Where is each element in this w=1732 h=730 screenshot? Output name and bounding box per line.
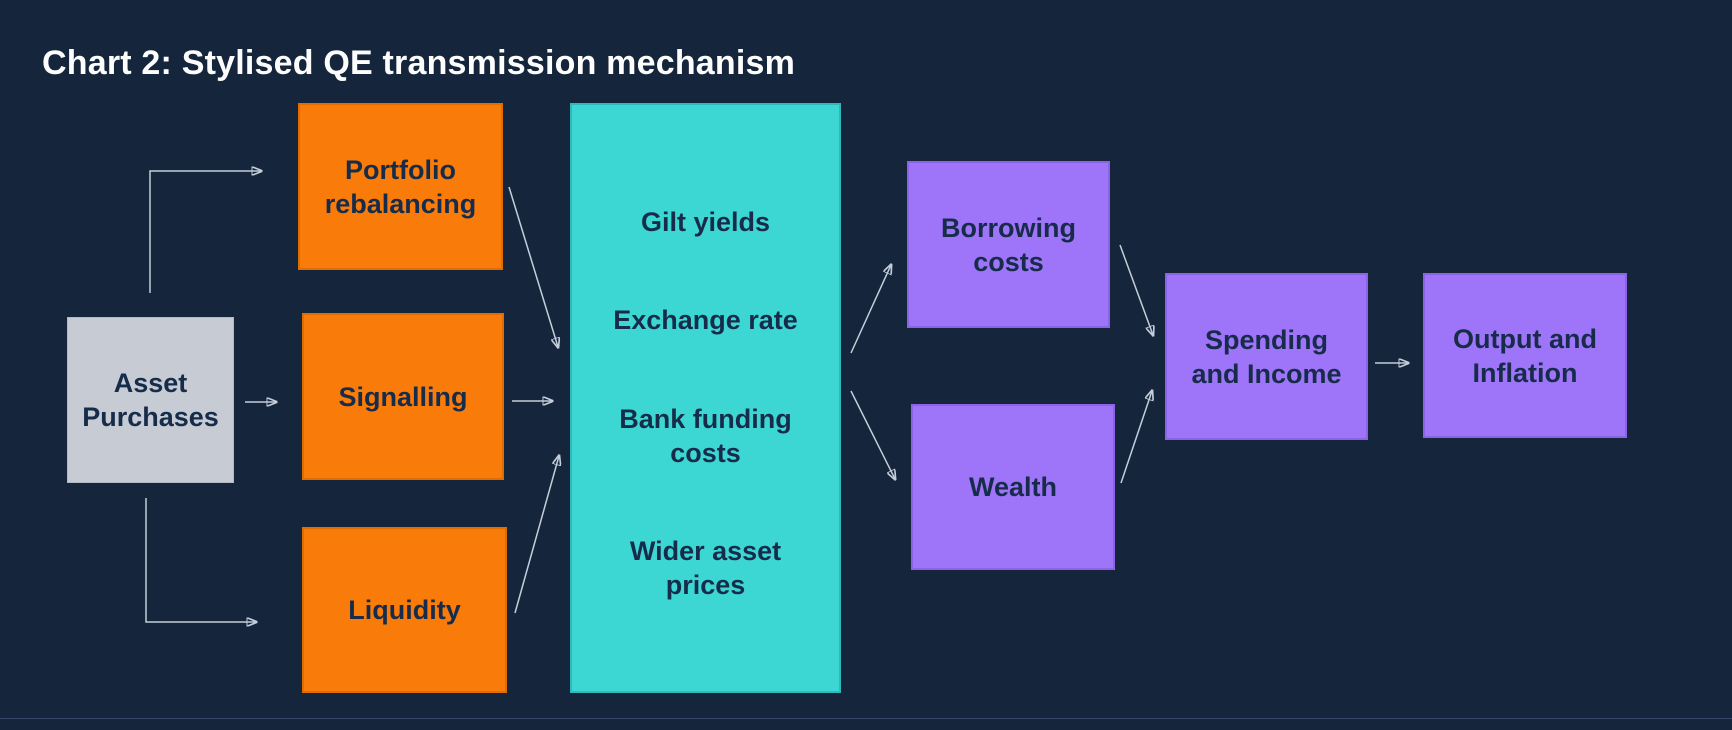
node-output-and-inflation: Output and Inflation [1423,273,1627,438]
channel-label: Gilt yields [640,207,771,237]
channel-label: Exchange rate [613,305,798,335]
node-label: Output and Inflation [1453,323,1597,388]
node-label: Liquidity [348,595,461,625]
channel-item-gilt-yields: Gilt yields [572,205,839,239]
arrow-borrowing-to-spending [1119,244,1153,335]
node-label: Spending and Income [1191,324,1342,389]
arrow-liquidity-to-channels [514,456,559,614]
arrow-channels-to-wealth [850,390,895,479]
node-borrowing-costs: Borrowing costs [907,161,1110,328]
arrow-channels-to-borrowing [850,265,891,354]
node-label: Borrowing costs [941,212,1076,277]
node-asset-purchases: Asset Purchases [67,317,234,483]
node-liquidity: Liquidity [302,527,507,693]
node-portfolio-rebalancing: Portfolio rebalancing [298,103,503,270]
arrow-asset-to-portfolio [149,171,261,293]
node-label: Portfolio rebalancing [324,154,477,219]
node-signalling: Signalling [302,313,504,480]
node-spending-and-income: Spending and Income [1165,273,1368,440]
node-label: Asset Purchases [82,368,219,432]
channel-item-exchange-rate: Exchange rate [572,303,839,337]
channel-item-wider-asset-prices: Wider asset prices [572,534,839,602]
channel-label: Bank funding costs [619,404,792,468]
arrow-asset-to-liquidity [145,498,256,622]
page-title: Chart 2: Stylised QE transmission mechan… [42,44,796,82]
arrow-wealth-to-spending [1120,391,1152,484]
node-label: Wealth [968,472,1057,502]
arrow-portfolio-to-channels [508,186,558,347]
node-label: Signalling [338,381,468,412]
node-wealth: Wealth [911,404,1115,570]
footer-divider [0,718,1732,719]
node-transmission-channels: Gilt yields Exchange rate Bank funding c… [570,103,841,693]
channel-label: Wider asset prices [629,536,782,600]
channel-item-bank-funding-costs: Bank funding costs [572,402,839,470]
